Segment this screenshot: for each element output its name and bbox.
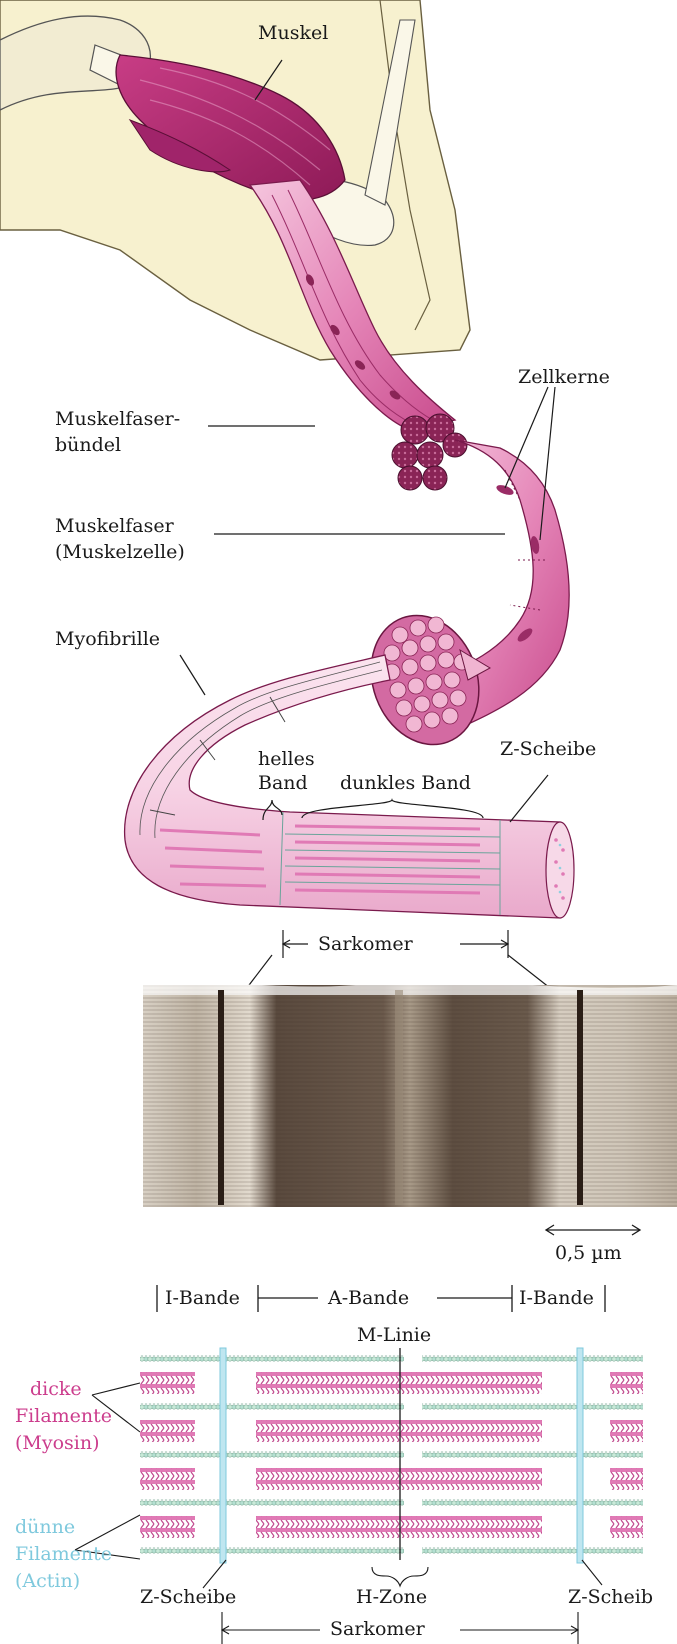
label-dicke-filamente: Filamente bbox=[15, 1405, 112, 1428]
label-dunkles-band: dunkles Band bbox=[340, 772, 471, 795]
label-muskelfaserbuendel-2: bündel bbox=[55, 434, 121, 457]
label-z-scheibe-top: Z-Scheibe bbox=[500, 738, 596, 761]
label-z-scheibe-right: Z-Scheib bbox=[568, 1586, 653, 1609]
label-sarkomer-top: Sarkomer bbox=[318, 933, 413, 956]
label-myofibrille: Myofibrille bbox=[55, 628, 160, 651]
label-muskelzelle: (Muskelzelle) bbox=[55, 541, 185, 564]
label-dicke: dicke bbox=[30, 1378, 82, 1401]
label-m-linie: M-Linie bbox=[357, 1324, 431, 1347]
label-i-bande-right: I-Bande bbox=[519, 1287, 594, 1310]
label-zellkerne: Zellkerne bbox=[518, 366, 610, 389]
label-a-bande: A-Bande bbox=[328, 1287, 409, 1310]
label-duenne: dünne bbox=[15, 1516, 75, 1539]
label-sarkomer-bottom: Sarkomer bbox=[330, 1618, 425, 1641]
electron-micrograph bbox=[143, 980, 677, 1207]
label-h-zone: H-Zone bbox=[356, 1586, 427, 1609]
label-z-scheibe-left: Z-Scheibe bbox=[140, 1586, 236, 1609]
label-scale: 0,5 µm bbox=[555, 1242, 622, 1265]
label-myosin: (Myosin) bbox=[15, 1432, 100, 1455]
label-actin: (Actin) bbox=[15, 1570, 80, 1593]
fascicle-cross-section bbox=[392, 414, 467, 490]
label-muskelfaser: Muskelfaser bbox=[55, 515, 174, 538]
z-disk-left bbox=[220, 1348, 226, 1563]
scale-bar bbox=[546, 1225, 640, 1235]
label-helles-band: Band bbox=[258, 772, 308, 795]
label-muskel: Muskel bbox=[258, 22, 328, 45]
label-i-bande-left: I-Bande bbox=[165, 1287, 240, 1310]
label-duenne-filamente: Filamente bbox=[15, 1543, 112, 1566]
label-muskelfaserbuendel-1: Muskelfaser- bbox=[55, 408, 180, 431]
z-disk-right bbox=[577, 1348, 583, 1563]
label-helles: helles bbox=[258, 748, 315, 771]
